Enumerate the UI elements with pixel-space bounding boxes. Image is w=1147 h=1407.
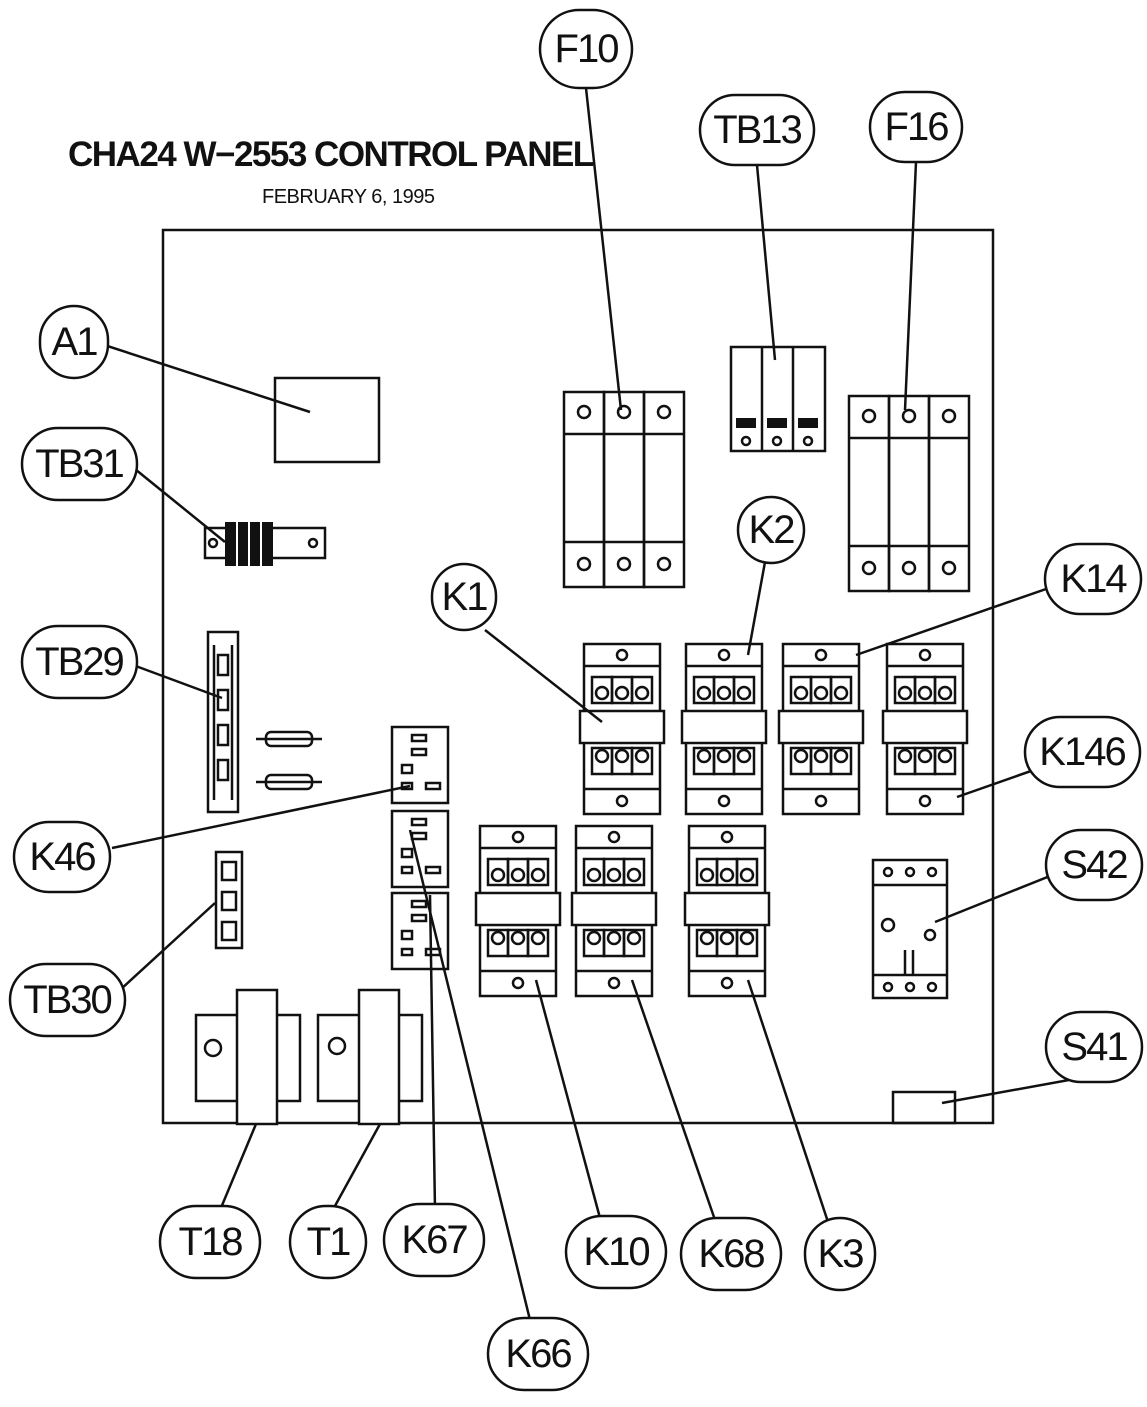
t1-transformer	[316, 988, 424, 1126]
k2-relay	[680, 642, 768, 816]
callout-tb30-label: TB30	[23, 978, 111, 1022]
k67-relay-socket	[390, 891, 450, 971]
callout-tb13-label: TB13	[713, 108, 801, 152]
callout-t18-label: T18	[179, 1220, 243, 1264]
callout-k10-label: K10	[583, 1230, 649, 1274]
callout-tb31-label: TB31	[35, 442, 123, 486]
callout-k10: K10	[564, 1214, 668, 1290]
tb29-terminal-strip	[206, 630, 240, 814]
k3-relay	[683, 824, 771, 998]
s42-switch	[871, 858, 949, 1000]
tb13-terminal-block	[729, 345, 827, 453]
f10-fuse-block	[562, 390, 686, 589]
tb31-terminal-strip	[203, 522, 327, 566]
callout-k2-label: K2	[749, 508, 795, 552]
callout-k2: K2	[736, 495, 806, 565]
callout-k66: K66	[486, 1316, 590, 1392]
a1-module	[273, 376, 381, 464]
k146-relay	[881, 642, 969, 816]
callout-t1: T1	[288, 1204, 368, 1280]
callout-f10: F10	[538, 8, 634, 90]
k46-relay-socket	[390, 725, 450, 805]
leader-lines	[94, 87, 1086, 1321]
callout-k1-label: K1	[442, 575, 488, 619]
callout-k66-label: K66	[505, 1332, 571, 1376]
tb30-terminal-strip	[214, 850, 244, 950]
callout-k1: K1	[430, 562, 498, 632]
callout-k46: K46	[12, 820, 112, 894]
callout-k14: K14	[1043, 542, 1143, 616]
callout-k68-label: K68	[698, 1232, 764, 1276]
diagram-date: FEBRUARY 6, 1995	[262, 186, 435, 208]
callout-k14-label: K14	[1060, 557, 1127, 601]
fuse-holders-small	[256, 730, 322, 791]
callout-tb13: TB13	[698, 93, 816, 167]
callout-a1-label: A1	[52, 320, 98, 364]
callout-f16-label: F16	[885, 105, 949, 149]
s41-switch	[891, 1090, 957, 1125]
callout-f10-label: F10	[555, 27, 619, 71]
callout-k46-label: K46	[29, 835, 95, 879]
callout-k3: K3	[803, 1216, 877, 1292]
callout-t18: T18	[158, 1204, 262, 1280]
callout-s41: S41	[1044, 1010, 1144, 1084]
callout-s42-label: S42	[1061, 843, 1127, 887]
k14-relay	[777, 642, 865, 816]
callout-tb30: TB30	[8, 962, 127, 1038]
f16-fuse-block	[847, 394, 971, 593]
k10-relay	[474, 824, 562, 998]
callout-a1: A1	[38, 304, 110, 380]
callout-k67: K67	[382, 1202, 486, 1278]
callout-s42: S42	[1044, 828, 1144, 902]
callout-k67-label: K67	[401, 1218, 467, 1262]
callout-k146-label: K146	[1039, 730, 1125, 774]
callout-s41-label: S41	[1061, 1025, 1127, 1069]
callout-tb31: TB31	[20, 426, 139, 502]
diagram-title: CHA24 W−2553 CONTROL PANEL	[68, 135, 594, 174]
callout-tb29-label: TB29	[35, 640, 123, 684]
callout-f16: F16	[868, 90, 964, 164]
callout-tb29: TB29	[20, 624, 139, 700]
k68-relay	[570, 824, 658, 998]
callout-k68: K68	[679, 1216, 783, 1292]
k1-relay	[578, 642, 666, 816]
callout-k3-label: K3	[818, 1232, 864, 1276]
callout-k146: K146	[1023, 715, 1142, 789]
callout-t1-label: T1	[307, 1220, 350, 1264]
t18-transformer	[194, 988, 302, 1126]
